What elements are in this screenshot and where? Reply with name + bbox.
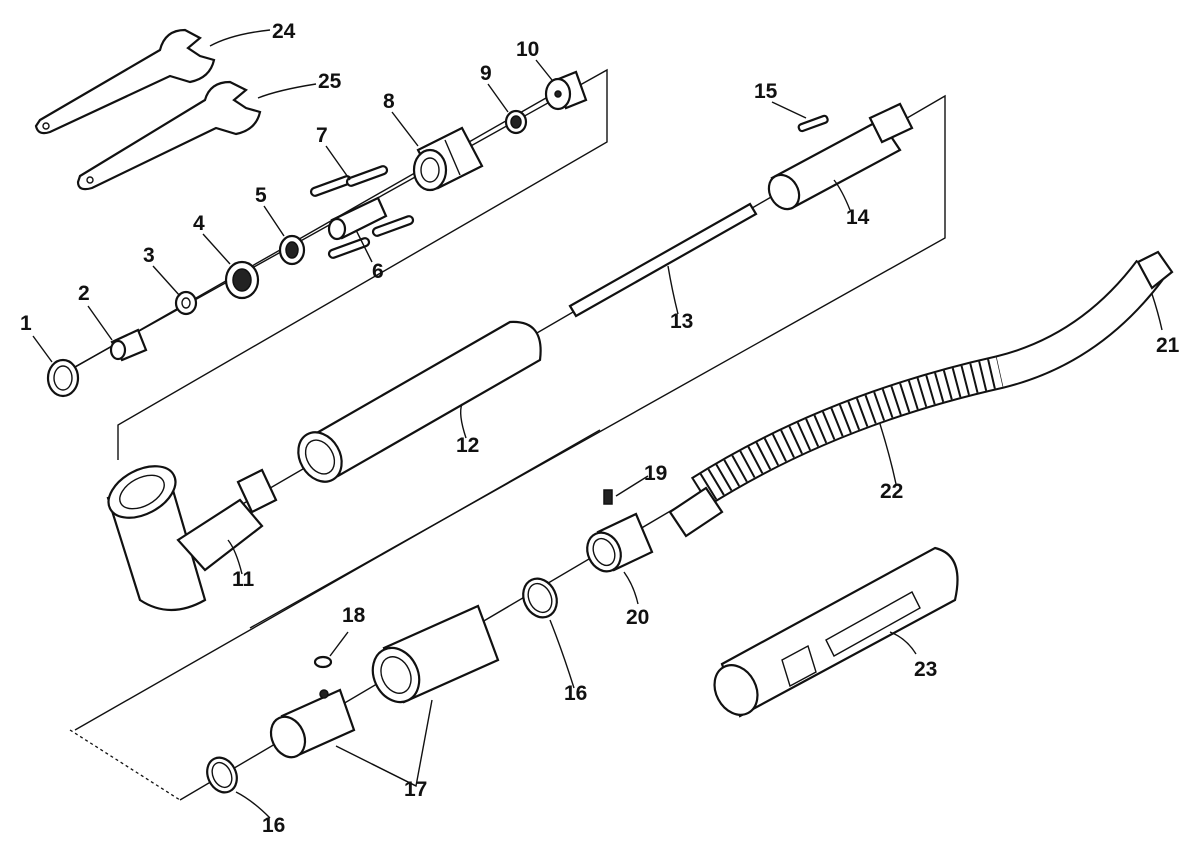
label-4: 4: [193, 212, 205, 235]
disc-18: [313, 655, 333, 669]
label-13: 13: [670, 310, 693, 333]
label-12: 12: [456, 434, 479, 457]
label-6: 6: [372, 260, 384, 283]
tube-12: [297, 320, 542, 483]
label-11: 11: [232, 568, 255, 591]
label-22: 22: [880, 480, 903, 503]
label-25: 25: [318, 70, 342, 93]
housing-11: [106, 465, 278, 611]
nut-1: [46, 358, 80, 398]
label-21: 21: [1156, 334, 1180, 357]
label-1: 1: [20, 312, 32, 335]
label-3: 3: [143, 244, 155, 267]
label-16-upper: 16: [564, 682, 587, 705]
ring-16-lower: [206, 756, 238, 794]
assembly-guide-lines: [54, 68, 946, 801]
coupling-20: [586, 512, 654, 573]
spindle-14: [767, 102, 914, 211]
label-15: 15: [754, 80, 778, 103]
hose-assembly: [668, 250, 1174, 538]
wrench-24: [34, 28, 216, 135]
vanes-7: [309, 165, 415, 259]
end-plate-10: [544, 70, 588, 111]
set-screw-19: [603, 489, 613, 505]
collet-2: [109, 328, 148, 362]
bearing-4: [224, 260, 260, 300]
label-8: 8: [383, 90, 395, 113]
muffler-17: [269, 604, 500, 759]
grip-sleeve-23: [713, 546, 959, 718]
label-9: 9: [480, 62, 492, 85]
pin-15: [797, 114, 829, 133]
label-20: 20: [626, 606, 649, 629]
bearing-9: [504, 109, 528, 135]
label-17: 17: [404, 778, 427, 801]
washer-3: [174, 290, 198, 316]
ring-16-upper: [522, 577, 558, 619]
label-23: 23: [914, 658, 937, 681]
label-18: 18: [342, 604, 366, 627]
label-19: 19: [644, 462, 667, 485]
label-10: 10: [516, 38, 539, 61]
label-14: 14: [846, 206, 870, 229]
label-24: 24: [272, 20, 296, 43]
label-5: 5: [255, 184, 267, 207]
label-16-lower: 16: [262, 814, 285, 837]
label-7: 7: [316, 124, 328, 147]
rotor-6: [327, 196, 388, 241]
cylinder-8: [412, 126, 484, 192]
part-labels: 1 2 3 4 5 6 7 8 9 10 11 12 13 14 15 16 1…: [20, 20, 1180, 837]
label-2: 2: [78, 282, 90, 305]
bearing-5: [278, 234, 306, 266]
shaft-13: [568, 202, 758, 318]
wrench-25: [76, 80, 262, 191]
leader-lines: [32, 29, 1163, 819]
